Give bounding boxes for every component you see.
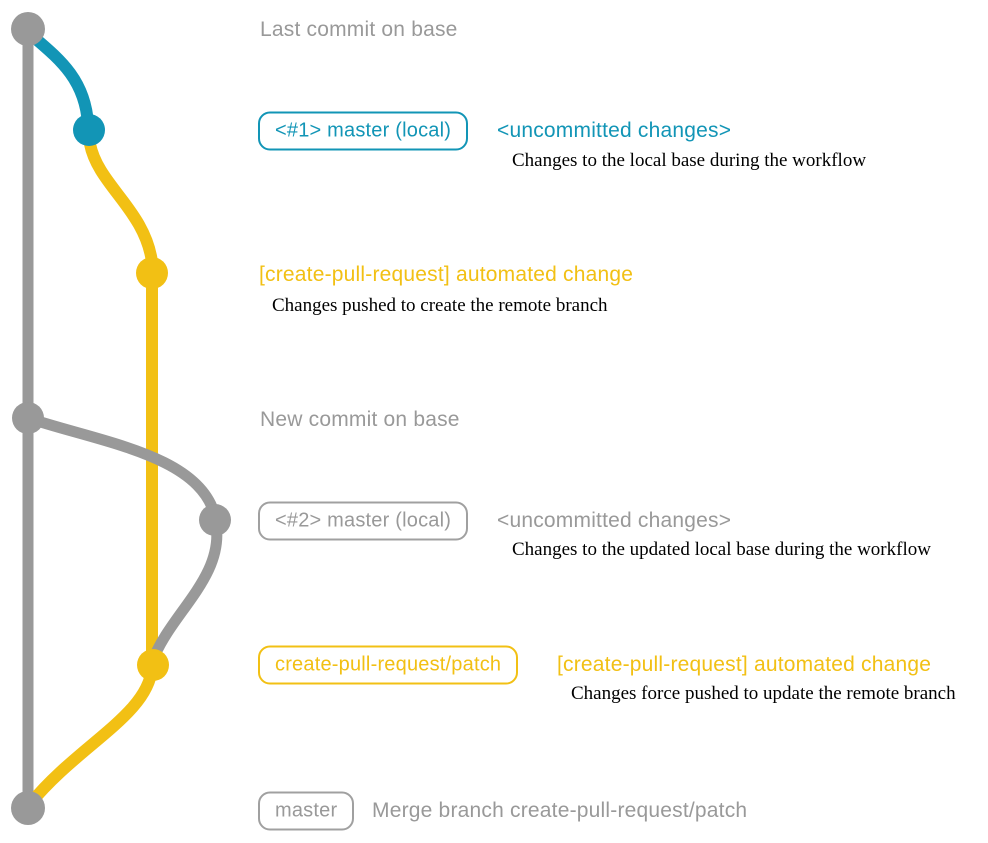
patch-branch-edge-1: [84, 138, 158, 268]
commit-last-base: [11, 12, 45, 46]
commit-patch-2: [137, 649, 169, 681]
master-badge: master: [258, 791, 355, 831]
new-commit-label: New commit on base: [260, 407, 460, 431]
uncommitted-changes-2-headline: <uncommitted changes>: [497, 508, 732, 532]
automated-change-1-headline: [create-pull-request] automated change: [259, 262, 634, 286]
patch-merge-edge: [24, 662, 158, 810]
master-local-1-badge: <#1> master (local): [258, 111, 469, 151]
last-commit-label: Last commit on base: [260, 17, 458, 41]
commit-patch-1: [136, 257, 168, 289]
master-local-2-badge: <#2> master (local): [258, 501, 469, 541]
uncommitted-changes-1-detail: Changes to the local base during the wor…: [512, 150, 867, 172]
rebase-edge-in: [149, 518, 223, 661]
uncommitted-changes-2-detail: Changes to the updated local base during…: [512, 539, 931, 561]
commit-merge: [11, 791, 45, 825]
automated-change-2-headline: [create-pull-request] automated change: [557, 652, 932, 676]
automated-change-2-detail: Changes force pushed to update the remot…: [571, 683, 956, 705]
patch-branch-badge: create-pull-request/patch: [258, 645, 519, 685]
uncommitted-changes-1-headline: <uncommitted changes>: [497, 118, 732, 142]
local-changes-edge-1: [23, 27, 94, 130]
commit-local-master-2: [199, 504, 231, 536]
automated-change-1-detail: Changes pushed to create the remote bran…: [272, 295, 608, 317]
rebase-edge-out: [22, 412, 221, 522]
commit-new-base: [12, 402, 44, 434]
commit-local-master-1: [73, 114, 105, 146]
merge-branch-label: Merge branch create-pull-request/patch: [372, 798, 748, 822]
